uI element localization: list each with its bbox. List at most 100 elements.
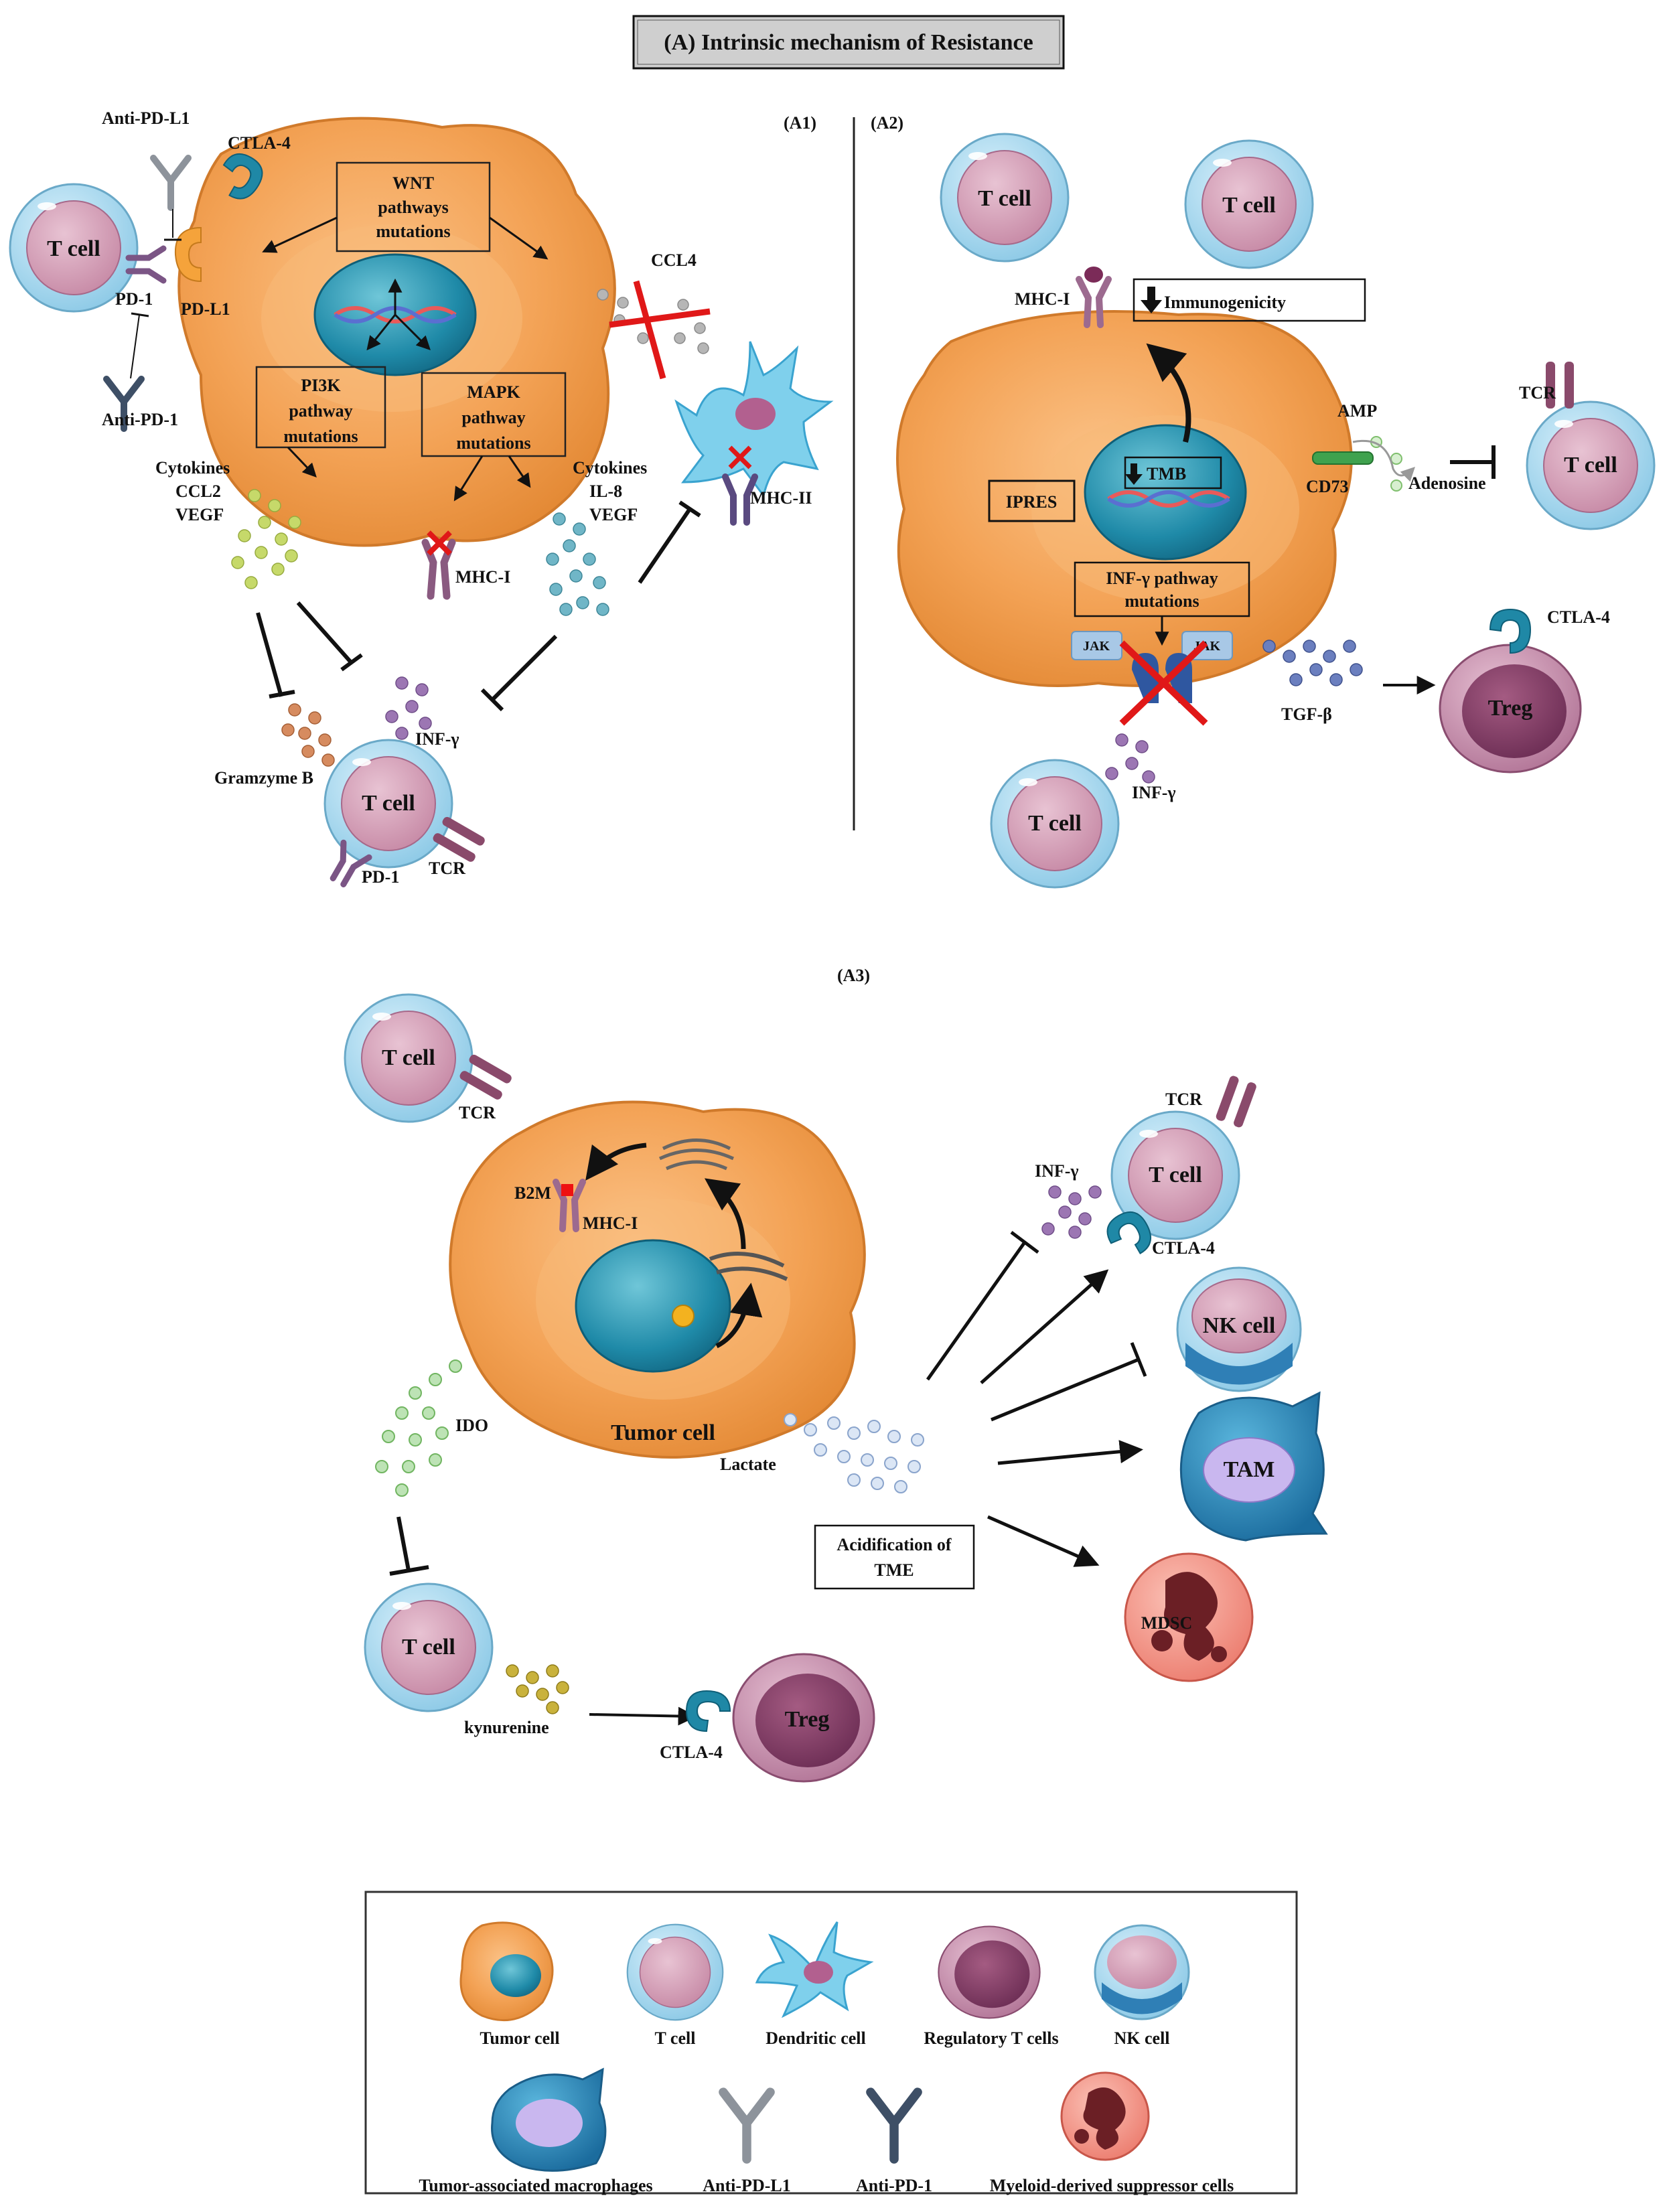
b2m-label: B2M	[514, 1183, 551, 1203]
cyto-right-line3: VEGF	[589, 505, 638, 524]
tgfb-dots	[1262, 640, 1363, 686]
a3-mdsc-cell	[1124, 1552, 1254, 1682]
jak-left-label: JAK	[1083, 639, 1110, 654]
a1-ctla4-label: CTLA-4	[228, 133, 291, 153]
legend-treg-icon	[938, 1925, 1041, 2019]
a2-tcell-1-label: T cell	[978, 186, 1031, 211]
a3-nucleus	[575, 1239, 731, 1373]
cyto-left-line3: VEGF	[175, 505, 224, 524]
ccl4-block-mark	[609, 280, 711, 380]
infg-block-mark	[1119, 640, 1208, 726]
gramzyme-dots	[281, 703, 335, 767]
wnt-line3: mutations	[376, 222, 450, 241]
a3-tcell-right-label: T cell	[1149, 1163, 1202, 1187]
a1-tcell-bottom-label: T cell	[362, 791, 415, 816]
a3-ctla4-right-label: CTLA-4	[1152, 1238, 1215, 1258]
lactate-effect-arrows	[926, 1231, 1147, 1567]
legend-tumor-icon	[459, 1921, 554, 2022]
gramzyme-label: Gramzyme B	[214, 768, 313, 788]
a2-tcell-right-label: T cell	[1564, 453, 1617, 477]
cyto-right-line2: IL-8	[589, 482, 622, 501]
a2-tcell-bottom-label: T cell	[1028, 811, 1082, 836]
a1-mhc2-label: MHC-II	[750, 488, 812, 508]
acidification-line2: TME	[874, 1560, 914, 1580]
anti-pd1-label: Anti-PD-1	[102, 410, 178, 429]
adenosine-label: Adenosine	[1408, 473, 1486, 493]
cd73-enzyme	[1312, 451, 1374, 465]
anti-pdl1-label: Anti-PD-L1	[102, 108, 190, 128]
pi3k-box	[255, 366, 386, 449]
legend-mdsc-label: Myeloid-derived suppressor cells	[990, 2176, 1234, 2195]
panel-a3-label: (A3)	[837, 966, 870, 985]
mapk-box	[421, 372, 567, 457]
cyto-right-dots	[546, 512, 609, 616]
legend-mdsc-icon	[1060, 2071, 1150, 2161]
a1-pd1-bottom-receptor	[330, 839, 372, 887]
a3-ctla4-bottom-receptor	[686, 1690, 731, 1732]
panel-a2: T cell T cell TMB Immunogenicity MHC-I I…	[896, 133, 1656, 889]
golgi-apparatus	[658, 1138, 735, 1171]
pi3k-line1: PI3K	[301, 376, 341, 395]
cyto-left-line1: Cytokines	[155, 458, 230, 477]
ipres-box	[988, 480, 1076, 522]
immunogenicity-label: Immunogenicity	[1164, 293, 1286, 312]
a3-nk-label: NK cell	[1203, 1313, 1276, 1338]
immunogenicity-down-arrow-icon	[1141, 287, 1162, 313]
legend-antipdl1-icon	[723, 2092, 770, 2159]
b2m-mark	[561, 1184, 573, 1196]
a3-tam-label: TAM	[1224, 1457, 1275, 1482]
legend-frame	[364, 1891, 1298, 2195]
a3-tcr-top-label: TCR	[459, 1103, 496, 1122]
legend-dendritic-icon	[755, 1921, 874, 2018]
wnt-line2: pathways	[378, 198, 448, 217]
legend-tam-label: Tumor-associated macrophages	[419, 2176, 652, 2195]
ipres-label: IPRES	[1006, 492, 1058, 512]
a1-mhc1-label: MHC-I	[455, 567, 510, 587]
ido-dots	[375, 1359, 462, 1497]
a2-tcell-2-label: T cell	[1222, 193, 1276, 218]
amp-dots	[1370, 436, 1402, 492]
legend-antipd1-label: Anti-PD-1	[856, 2176, 932, 2195]
a3-tcell-top-label: T cell	[382, 1045, 435, 1070]
endoplasmic-reticulum	[709, 1252, 788, 1281]
a1-infg-label: INF-γ	[415, 729, 459, 749]
anti-pdl1-antibody	[153, 158, 188, 208]
panel-a2-label: (A2)	[871, 113, 903, 133]
infg-pathway-line2: mutations	[1124, 591, 1199, 611]
page-title: (A) Intrinsic mechanism of Resistance	[664, 30, 1033, 55]
a1-pd1-bottom-label: PD-1	[362, 867, 399, 887]
kynurenine-dots	[506, 1664, 569, 1714]
mapk-line1: MAPK	[467, 382, 520, 402]
a2-ctla4-label: CTLA-4	[1547, 607, 1610, 627]
tmb-label: TMB	[1147, 464, 1186, 484]
a1-inhibit-lines	[256, 500, 701, 712]
legend-nk-label: NK cell	[1114, 2029, 1169, 2048]
a2-infg-dots	[1105, 733, 1155, 784]
cyto-left-line2: CCL2	[175, 482, 221, 501]
a1-pd1-receptor	[125, 245, 167, 284]
a3-tam-cell	[1179, 1391, 1328, 1542]
pi3k-line2: pathway	[289, 401, 352, 421]
a3-tumor-label: Tumor cell	[611, 1420, 715, 1445]
acidification-box	[814, 1524, 975, 1590]
a2-mhc1-label: MHC-I	[1015, 289, 1070, 309]
a3-treg-label: Treg	[785, 1707, 830, 1732]
a2-infg-label: INF-γ	[1132, 783, 1176, 802]
panel-a1-label: (A1)	[784, 113, 816, 133]
pd-l1-ligand	[174, 226, 202, 283]
legend-tam-icon	[491, 2067, 607, 2172]
panel-a1: WNT pathways mutations PI3K pathway muta…	[9, 108, 834, 887]
lactate-dots	[784, 1413, 924, 1493]
a1-tcell-left-label: T cell	[47, 236, 100, 261]
legend-antipdl1-label: Anti-PD-L1	[703, 2176, 790, 2195]
a3-infg-label: INF-γ	[1035, 1161, 1079, 1181]
legend-tcell-label: T cell	[655, 2029, 696, 2048]
legend: Tumor cell T cell Dendritic cell Regulat…	[364, 1891, 1298, 2195]
kynurenine-label: kynurenine	[464, 1718, 549, 1737]
tgfb-label: TGF-β	[1281, 705, 1332, 724]
a1-mhc1-receptor	[421, 538, 456, 600]
legend-treg-label: Regulatory T cells	[924, 2029, 1058, 2048]
a1-infg-dots	[385, 676, 432, 740]
amp-label: AMP	[1337, 401, 1377, 421]
a3-mhc1-receptor	[553, 1179, 586, 1232]
